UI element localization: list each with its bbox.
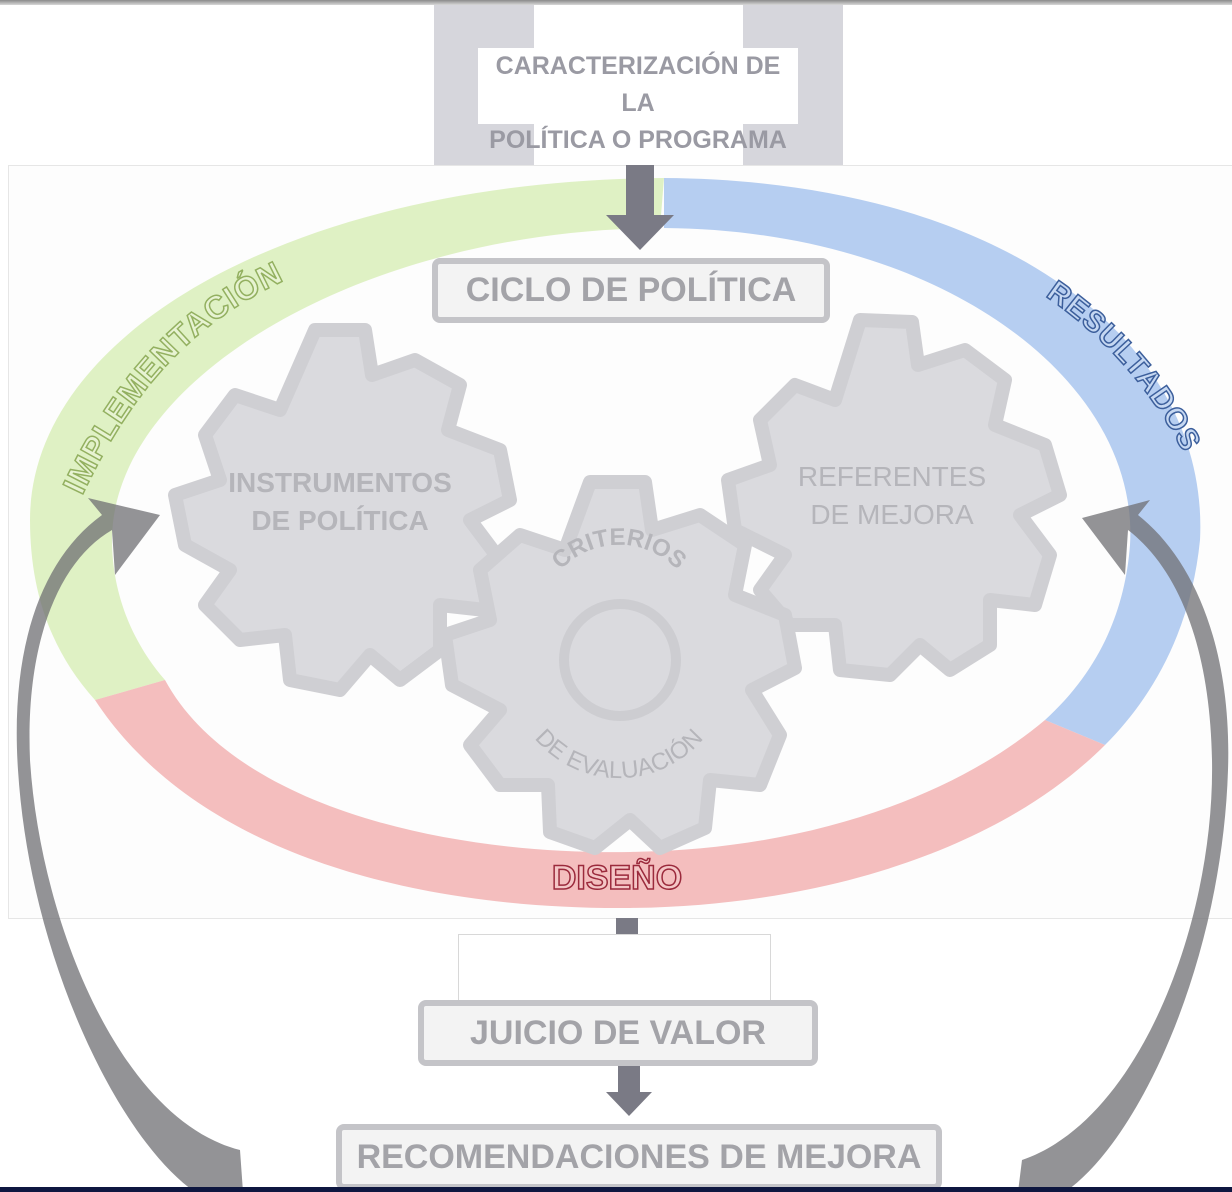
judgement-box: JUICIO DE VALOR [418, 1000, 818, 1066]
bottom-border [0, 1187, 1232, 1192]
top-border [0, 0, 1232, 5]
header-title-line2: POLÍTICA O PROGRAMA [489, 126, 787, 154]
judgement-label: JUICIO DE VALOR [470, 1014, 766, 1052]
arrow-header-to-cycle [606, 165, 674, 250]
header-title: CARACTERIZACIÓN DE LA POLÍTICA O PROGRAM… [478, 48, 798, 154]
header-title-line1: CARACTERIZACIÓN DE LA [495, 52, 781, 117]
cycle-title: CICLO DE POLÍTICA [465, 271, 797, 309]
gear-right-line2: DE MEJORA [810, 499, 974, 530]
gear-right-line1: REFERENTES [798, 461, 986, 492]
recommendations-box: RECOMENDACIONES DE MEJORA [336, 1124, 942, 1190]
implementacion-ring [30, 178, 664, 700]
gear-center [438, 475, 802, 855]
gear-right [721, 313, 1067, 682]
arrow-judgement-to-recommendations [606, 1062, 652, 1116]
diseno-ring [95, 680, 1105, 909]
gear-left-line1: INSTRUMENTOS [228, 467, 452, 498]
gear-left [168, 323, 517, 697]
feedback-arrow-right [1018, 500, 1229, 1192]
judgement-frame [458, 934, 771, 1002]
diseno-label: DISEÑO [552, 859, 682, 897]
gear-left-line2: DE POLÍTICA [251, 505, 428, 536]
resultados-ring [664, 178, 1201, 745]
cycle-title-box: CICLO DE POLÍTICA [432, 258, 830, 323]
recommendations-label: RECOMENDACIONES DE MEJORA [356, 1138, 922, 1176]
